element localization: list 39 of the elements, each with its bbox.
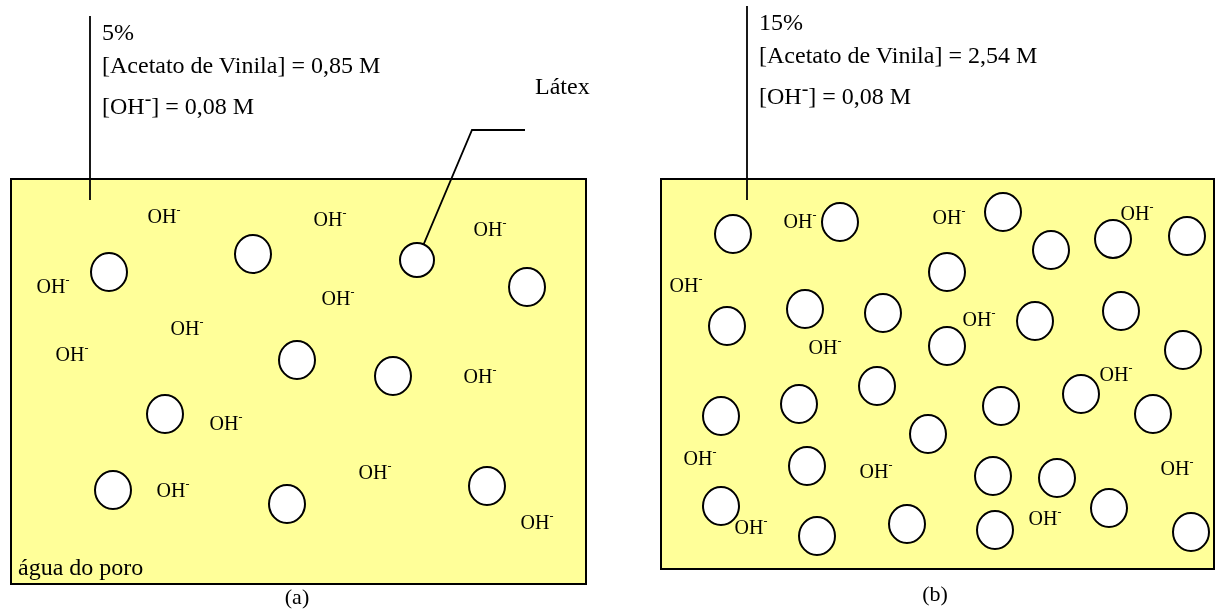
pore-water-area — [10, 178, 587, 585]
hydroxide-ion-label: OH$^{-}$ — [313, 205, 347, 230]
hydroxide-ion-label: OH$^{-}$ — [808, 333, 842, 358]
hydroxide-ion-label: OH$^{-}$ — [734, 513, 768, 538]
hydroxide-ion-label: OH$^{-}$ — [463, 362, 497, 387]
panel-caption: (a) — [284, 585, 310, 609]
panel-caption: (b) — [922, 582, 948, 606]
hydroxide-ion-label: OH$^{-}$ — [669, 271, 703, 296]
hydroxide-ion-label: OH$^{-}$ — [932, 203, 966, 228]
hydroxide-ion-label: OH$^{-}$ — [209, 409, 243, 434]
area-label: água do poro — [18, 553, 144, 581]
concentration-text: [Acetato de Vinila] = 0,85 M — [102, 51, 381, 80]
hydroxide-ion-label: OH$^{-}$ — [859, 457, 893, 482]
callout-label: Látex — [527, 72, 590, 100]
concentration-text: [Acetato de Vinila] = 2,54 M — [759, 41, 1038, 70]
sample-label: 15% — [759, 8, 804, 37]
concentration-text: [OH$^{-}$] = 0,08 M — [759, 76, 913, 111]
hydroxide-ion-label: OH$^{-}$ — [1028, 504, 1062, 529]
sample-label: 5% — [102, 18, 135, 47]
leader-line — [422, 129, 526, 246]
latex-particle — [399, 242, 435, 278]
hydroxide-ion-label: OH$^{-}$ — [55, 340, 89, 365]
hydroxide-ion-label: OH$^{-}$ — [1120, 199, 1154, 224]
hydroxide-ion-label: OH$^{-}$ — [683, 444, 717, 469]
hydroxide-ion-label: OH$^{-}$ — [321, 284, 355, 309]
hydroxide-ion-label: OH$^{-}$ — [473, 215, 507, 240]
hydroxide-ion-label: OH$^{-}$ — [1160, 454, 1194, 479]
hydroxide-ion-label: OH$^{-}$ — [358, 458, 392, 483]
hydroxide-ion-label: OH$^{-}$ — [170, 314, 204, 339]
hydroxide-ion-label: OH$^{-}$ — [36, 272, 70, 297]
concentration-text: [OH$^{-}$] = 0,08 M — [102, 86, 256, 121]
hydroxide-ion-label: OH$^{-}$ — [1099, 360, 1133, 385]
leader-line — [746, 5, 748, 201]
hydroxide-ion-label: OH$^{-}$ — [147, 202, 181, 227]
leader-line — [89, 15, 91, 201]
hydroxide-ion-label: OH$^{-}$ — [520, 508, 554, 533]
hydroxide-ion-label: OH$^{-}$ — [156, 476, 190, 501]
hydroxide-ion-label: OH$^{-}$ — [783, 207, 817, 232]
hydroxide-ion-label: OH$^{-}$ — [962, 305, 996, 330]
